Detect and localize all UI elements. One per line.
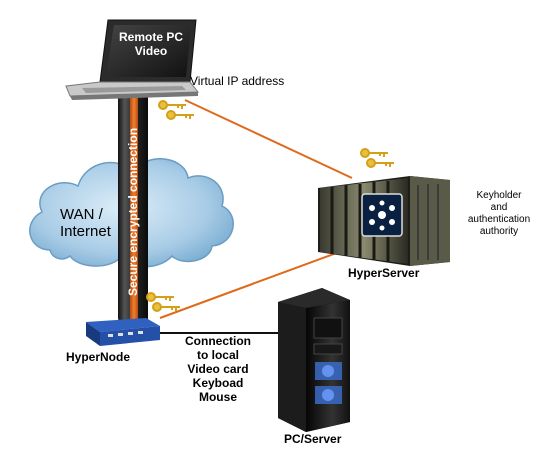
pc-tower-icon xyxy=(278,288,350,432)
link-hypernode-to-hyperserver xyxy=(159,247,351,319)
hypernode-label: HyperNode xyxy=(66,350,131,364)
key-icon xyxy=(360,148,394,168)
laptop-screen-label: Remote PC Video xyxy=(118,30,183,58)
hypernode-device-icon xyxy=(86,318,160,346)
hyperserver-label: HyperServer xyxy=(348,266,420,280)
server-rack-icon xyxy=(318,176,450,266)
connection-label: Connection to local Video card Keyboad M… xyxy=(185,334,251,404)
tunnel-label: Secure encrypted connection xyxy=(126,127,140,297)
wan-label: WAN / Internet xyxy=(60,206,111,240)
key-icon xyxy=(146,292,180,312)
pc-server-label: PC/Server xyxy=(284,432,342,446)
keyholder-label: Keyholder and authentication authority xyxy=(467,190,531,237)
key-icon xyxy=(158,100,194,120)
link-laptop-to-hyperserver xyxy=(184,99,353,179)
laptop-icon xyxy=(65,19,200,100)
virtual-ip-label: Virtual IP address xyxy=(190,74,285,88)
